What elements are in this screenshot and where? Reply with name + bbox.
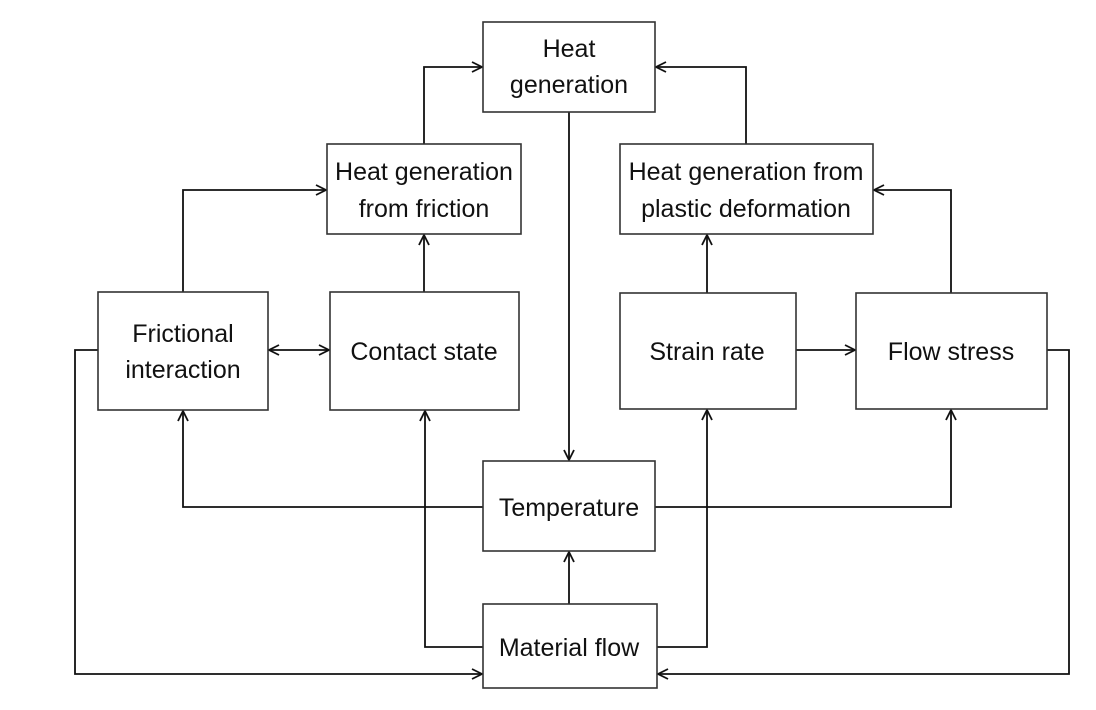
edge-frictional-interaction-to-material-flow: [74, 349, 482, 674]
node-frictional-interaction: Frictional interaction: [97, 291, 269, 411]
node-label: Heat generation from: [629, 158, 864, 186]
node-label: from friction: [359, 195, 490, 223]
edge-hg-plastic-to-heat-generation: [656, 67, 747, 144]
edge-flow-stress-to-material-flow: [658, 349, 1070, 674]
edge-temperature-to-flow-stress: [655, 410, 951, 508]
node-label: generation: [510, 71, 628, 99]
node-label: Frictional: [132, 320, 233, 348]
node-heat-generation: Heat generation: [482, 21, 656, 113]
node-heat-generation-from-friction: Heat generation from friction: [326, 143, 522, 235]
node-label: Temperature: [499, 494, 639, 522]
edges: [74, 67, 1070, 674]
node-contact-state: Contact state: [329, 291, 520, 411]
edge-material-flow-to-strain-rate: [657, 410, 707, 648]
node-label: Flow stress: [888, 338, 1014, 366]
node-flow-stress: Flow stress: [855, 292, 1048, 410]
node-strain-rate: Strain rate: [619, 292, 797, 410]
node-label: Heat generation: [335, 158, 513, 186]
node-label: interaction: [125, 356, 240, 384]
edge-flow-stress-to-hg-plastic: [874, 190, 952, 293]
node-label: Heat: [543, 35, 596, 63]
node-label: Material flow: [499, 634, 640, 662]
node-label: Contact state: [350, 338, 497, 366]
node-heat-generation-from-plastic-deformation: Heat generation from plastic deformation: [619, 143, 874, 235]
edge-frictional-interaction-to-hg-friction: [182, 190, 326, 292]
node-material-flow: Material flow: [482, 603, 658, 689]
node-temperature: Temperature: [482, 460, 656, 552]
node-label: plastic deformation: [641, 195, 851, 223]
edge-hg-friction-to-heat-generation: [423, 67, 482, 144]
node-label: Strain rate: [649, 338, 764, 366]
edge-temperature-to-frictional-interaction: [183, 411, 483, 508]
edge-material-flow-to-contact-state: [425, 411, 483, 648]
